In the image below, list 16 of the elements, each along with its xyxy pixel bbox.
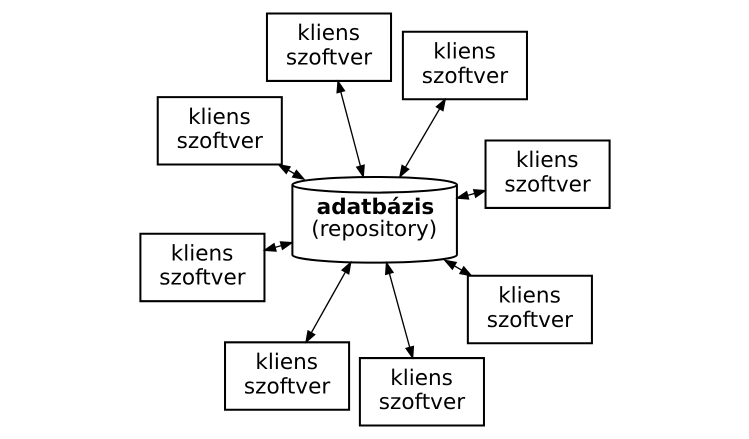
node-box: kliens szoftver [138,232,265,302]
node-box: kliens szoftver [466,274,592,344]
node-box: kliens szoftver [265,12,392,82]
arrow [384,260,414,360]
arrow [262,241,294,252]
arrow [454,189,487,200]
node-box: kliens szoftver [484,140,610,209]
arrow [276,164,306,180]
node-box: kliens szoftver [156,96,282,166]
node-box: kliens szoftver [224,341,350,411]
arrow [304,260,352,344]
node-box: kliens szoftver [358,357,484,427]
arrow [336,79,364,179]
arrow [442,259,472,277]
arrow [398,98,446,178]
node-box: kliens szoftver [401,30,528,100]
